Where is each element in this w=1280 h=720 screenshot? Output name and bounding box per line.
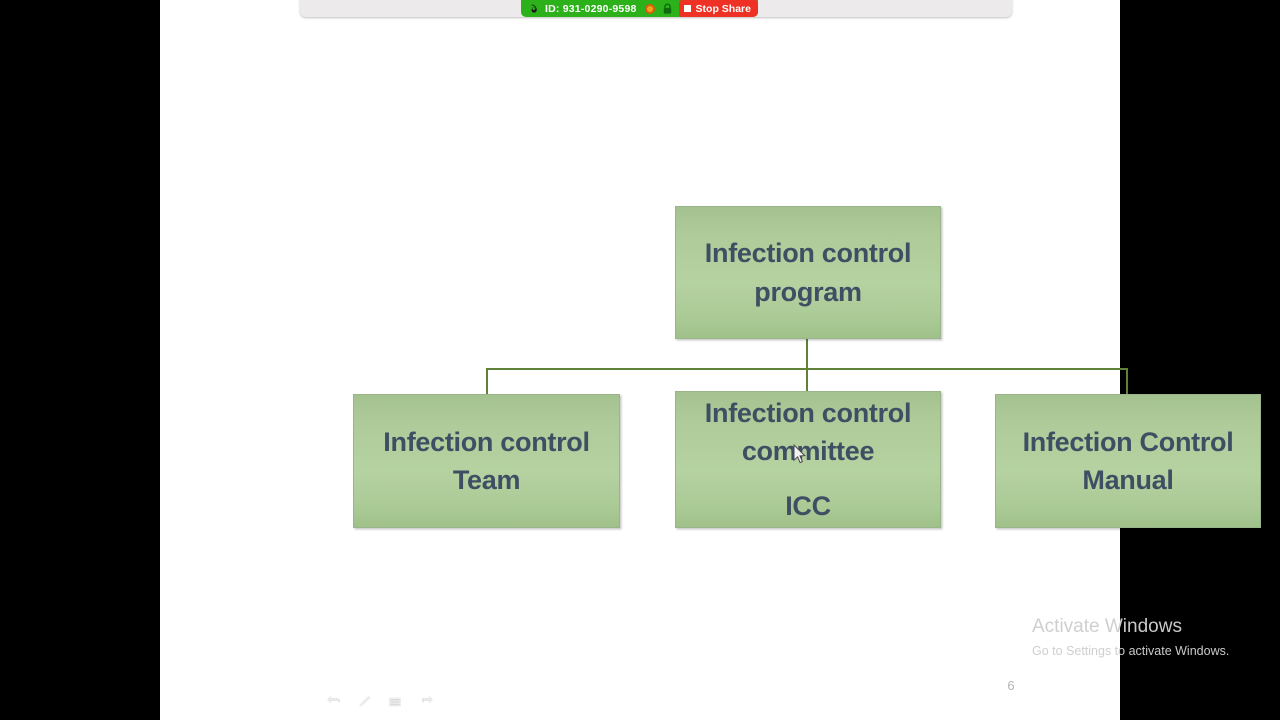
- slide-number: 6: [1007, 678, 1015, 693]
- connector-drop-right: [1126, 368, 1128, 395]
- recording-dot-icon[interactable]: [644, 3, 655, 14]
- flowchart-node-program: Infection control program: [675, 206, 941, 339]
- node-program-line-2: program: [754, 276, 862, 307]
- node-committee-line-2: committee: [741, 436, 875, 467]
- slide-menu-icon[interactable]: [386, 694, 404, 712]
- stop-share-button[interactable]: Stop Share: [678, 0, 758, 17]
- flowchart-node-committee: Infection control committee ICC: [675, 391, 941, 528]
- node-committee-line-1: Infection control: [704, 398, 912, 428]
- next-slide-icon[interactable]: [416, 694, 434, 712]
- flowchart-node-team: Infection control Team: [353, 394, 620, 528]
- connector-drop-middle: [806, 368, 808, 392]
- stop-square-icon: [683, 5, 691, 12]
- arrow-cursor-icon: [793, 443, 807, 465]
- zoom-meeting-id-pill: ID: 931-0290-9598 Stop Share: [521, 0, 758, 17]
- node-committee-line-3: ICC: [785, 490, 831, 521]
- connector-trunk-vertical: [806, 339, 808, 369]
- zoom-logo-icon: [527, 2, 541, 16]
- lock-icon[interactable]: [662, 2, 673, 15]
- powerpoint-slide-canvas: Infection control program Infection cont…: [160, 0, 1261, 720]
- presenter-toolbar[interactable]: [326, 694, 434, 712]
- pen-icon[interactable]: [356, 694, 374, 712]
- flowchart-node-manual: Infection Control Manual: [995, 394, 1261, 528]
- node-program-line-1: Infection control: [704, 238, 912, 269]
- connector-drop-left: [486, 368, 488, 395]
- node-manual-line-1: Infection Control: [1022, 426, 1234, 457]
- node-team-line-2: Team: [452, 465, 521, 495]
- stop-share-label: Stop Share: [695, 2, 751, 15]
- zoom-meeting-id-text: ID: 931-0290-9598: [545, 2, 637, 15]
- node-manual-line-2: Manual: [1082, 465, 1174, 495]
- previous-slide-icon[interactable]: [326, 694, 344, 712]
- node-team-line-1: Infection control: [383, 426, 590, 457]
